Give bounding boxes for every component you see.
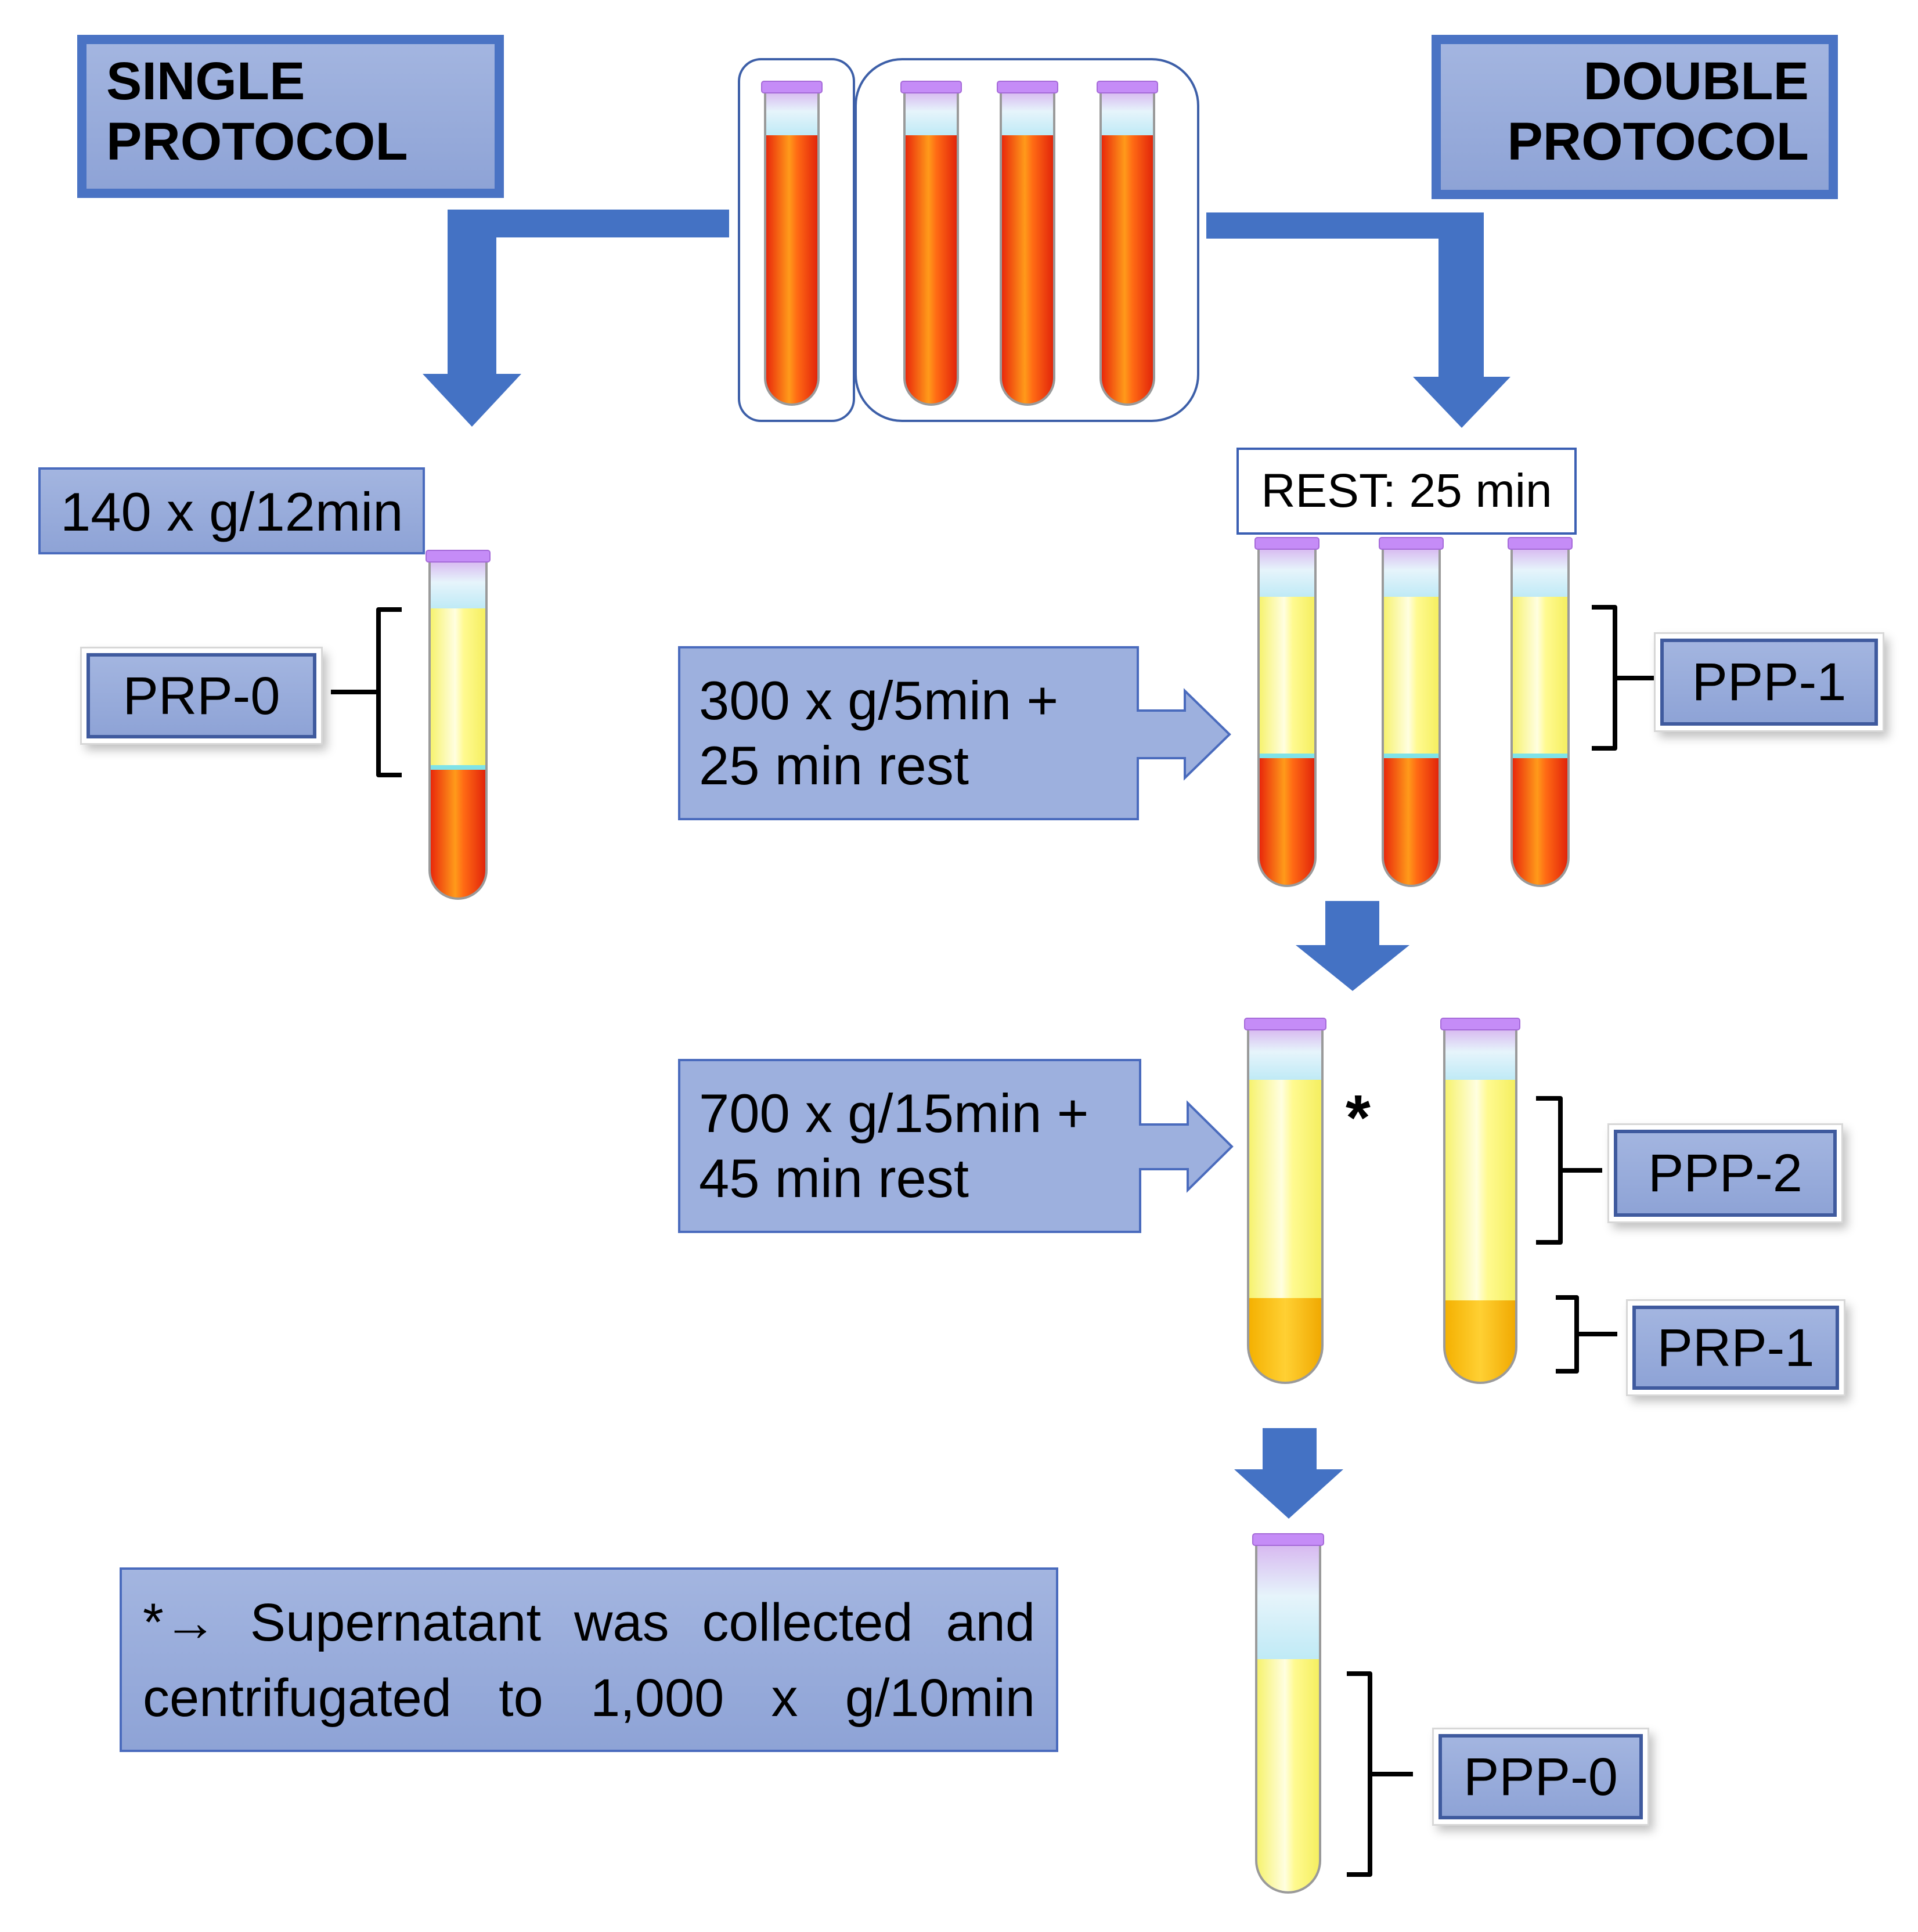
second-spin-arrow-body [678, 1059, 1234, 1233]
footnote-line-1: *→ Supernatant was collected and [143, 1585, 1035, 1660]
arrow-down-first [1296, 901, 1409, 991]
arrow-to-single-protocol [423, 210, 729, 427]
label-ppp0-text: PPP-0 [1463, 1747, 1618, 1807]
label-ppp1: PPP-1 [1656, 634, 1883, 730]
footnote-arrow: *→ [143, 1593, 217, 1652]
single-spin-tube [426, 550, 491, 900]
final-ppp-tube [1252, 1533, 1324, 1894]
label-ppp2-text: PPP-2 [1648, 1144, 1802, 1203]
label-ppp0: PPP-0 [1434, 1729, 1647, 1824]
bracket-ppp2 [1536, 1096, 1602, 1245]
label-ppp2: PPP-2 [1609, 1125, 1841, 1221]
double-protocol-title: DOUBLE PROTOCOL [1432, 35, 1838, 199]
source-tube-1 [761, 81, 823, 406]
label-prp1: PRP-1 [1628, 1301, 1844, 1394]
double-tubes-frame [855, 58, 1199, 422]
first-spin-tube-3 [1508, 537, 1573, 887]
second-spin-step: 700 x g/15min + 45 min rest [679, 1060, 1140, 1232]
arrow-to-double-protocol [1206, 212, 1510, 428]
second-spin-tube-2 [1440, 1018, 1520, 1384]
label-prp0-text: PRP-0 [122, 666, 280, 726]
single-protocol-line-2: PROTOCOL [106, 112, 408, 171]
source-tube-2 [900, 81, 962, 406]
second-spin-tube-1 [1244, 1018, 1326, 1384]
single-protocol-title: SINGLE PROTOCOL [77, 35, 504, 198]
bracket-ppp1 [1592, 605, 1654, 751]
arrow-down-second [1234, 1428, 1343, 1519]
single-tube-frame [738, 58, 855, 422]
asterisk-marker: * [1346, 1082, 1371, 1154]
first-spin-line-1: 300 x g/5min + [699, 670, 1059, 731]
rest-label: REST: 25 min [1261, 464, 1552, 517]
bracket-prp1 [1556, 1295, 1617, 1374]
bracket-prp0 [331, 607, 402, 777]
first-spin-arrow-body [678, 646, 1231, 820]
label-prp0: PRP-0 [82, 648, 321, 743]
single-spin-label: 140 x g/12min [60, 481, 403, 542]
source-tube-4 [1097, 81, 1158, 406]
label-ppp1-text: PPP-1 [1692, 653, 1847, 712]
double-protocol-line-2: PROTOCOL [1507, 112, 1809, 171]
footnote-line-2: centrifugated to 1,000 x g/10min [143, 1668, 1035, 1728]
single-protocol-line-1: SINGLE [106, 52, 305, 111]
first-spin-line-2: 25 min rest [699, 735, 969, 796]
single-spin-step: 140 x g/12min [38, 467, 425, 554]
footnote-box: *→ Supernatant was collected and centrif… [120, 1567, 1058, 1752]
source-tube-3 [997, 81, 1058, 406]
tubes-layer [426, 81, 1573, 1894]
first-spin-tube-1 [1254, 537, 1319, 887]
footnote-text-1: Supernatant was collected and [250, 1593, 1036, 1652]
rest-label-box: REST: 25 min [1236, 448, 1577, 535]
bracket-ppp0 [1347, 1671, 1413, 1877]
second-spin-line-2: 45 min rest [699, 1148, 969, 1209]
first-spin-tube-2 [1379, 537, 1444, 887]
first-spin-step: 300 x g/5min + 25 min rest [679, 647, 1138, 819]
double-protocol-line-1: DOUBLE [1583, 52, 1809, 111]
label-prp1-text: PRP-1 [1657, 1318, 1815, 1378]
second-spin-line-1: 700 x g/15min + [699, 1083, 1089, 1144]
